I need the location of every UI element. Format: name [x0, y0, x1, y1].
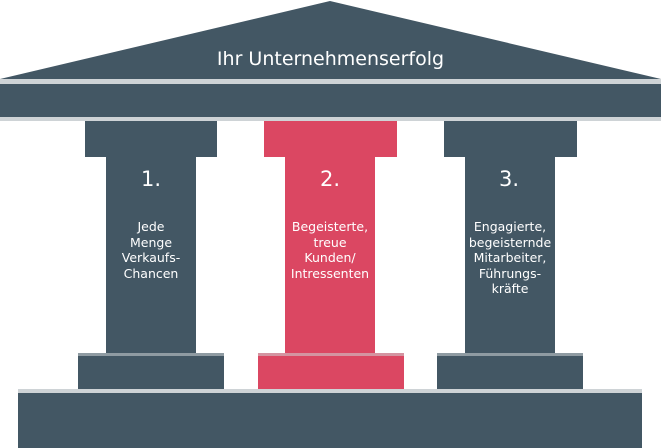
pillar-3-text: Engagierte, begeisternde Mitarbeiter, Fü…	[468, 219, 552, 297]
pillar-2-number: 2.	[319, 167, 341, 191]
roof-pediment	[0, 1, 661, 79]
pillar-1-shaft	[106, 157, 196, 353]
foundation-stripe	[18, 389, 642, 393]
pillar-2-text: Begeisterte, treue Kunden/ Intressenten	[290, 219, 370, 281]
pillar-1-text: Jede Menge Verkaufs- Chancen	[121, 219, 181, 281]
pillar-1-capital	[85, 121, 217, 157]
pillar-3-shaft	[465, 157, 555, 353]
pillar-2-capital	[264, 121, 397, 157]
pillar-2-shaft	[285, 157, 375, 353]
pillar-2-base-stripe	[258, 353, 404, 356]
roof-entablature	[0, 84, 661, 117]
pillar-2	[258, 121, 404, 389]
pillar-3-number: 3.	[498, 167, 520, 191]
pillar-3-base-stripe	[437, 353, 583, 356]
pillar-1-base	[78, 353, 224, 389]
pillar-3	[437, 121, 583, 389]
roof-title: Ihr Unternehmenserfolg	[216, 48, 445, 70]
pillar-1-number: 1.	[140, 167, 162, 191]
pillar-1	[78, 121, 224, 389]
pillar-1-base-stripe	[78, 353, 224, 356]
roof-stripe-bottom	[0, 117, 661, 121]
foundation	[18, 393, 642, 448]
pillar-3-base	[437, 353, 583, 389]
pillar-3-capital	[444, 121, 577, 157]
pillar-2-base	[258, 353, 404, 389]
roof-stripe-top	[0, 79, 661, 84]
